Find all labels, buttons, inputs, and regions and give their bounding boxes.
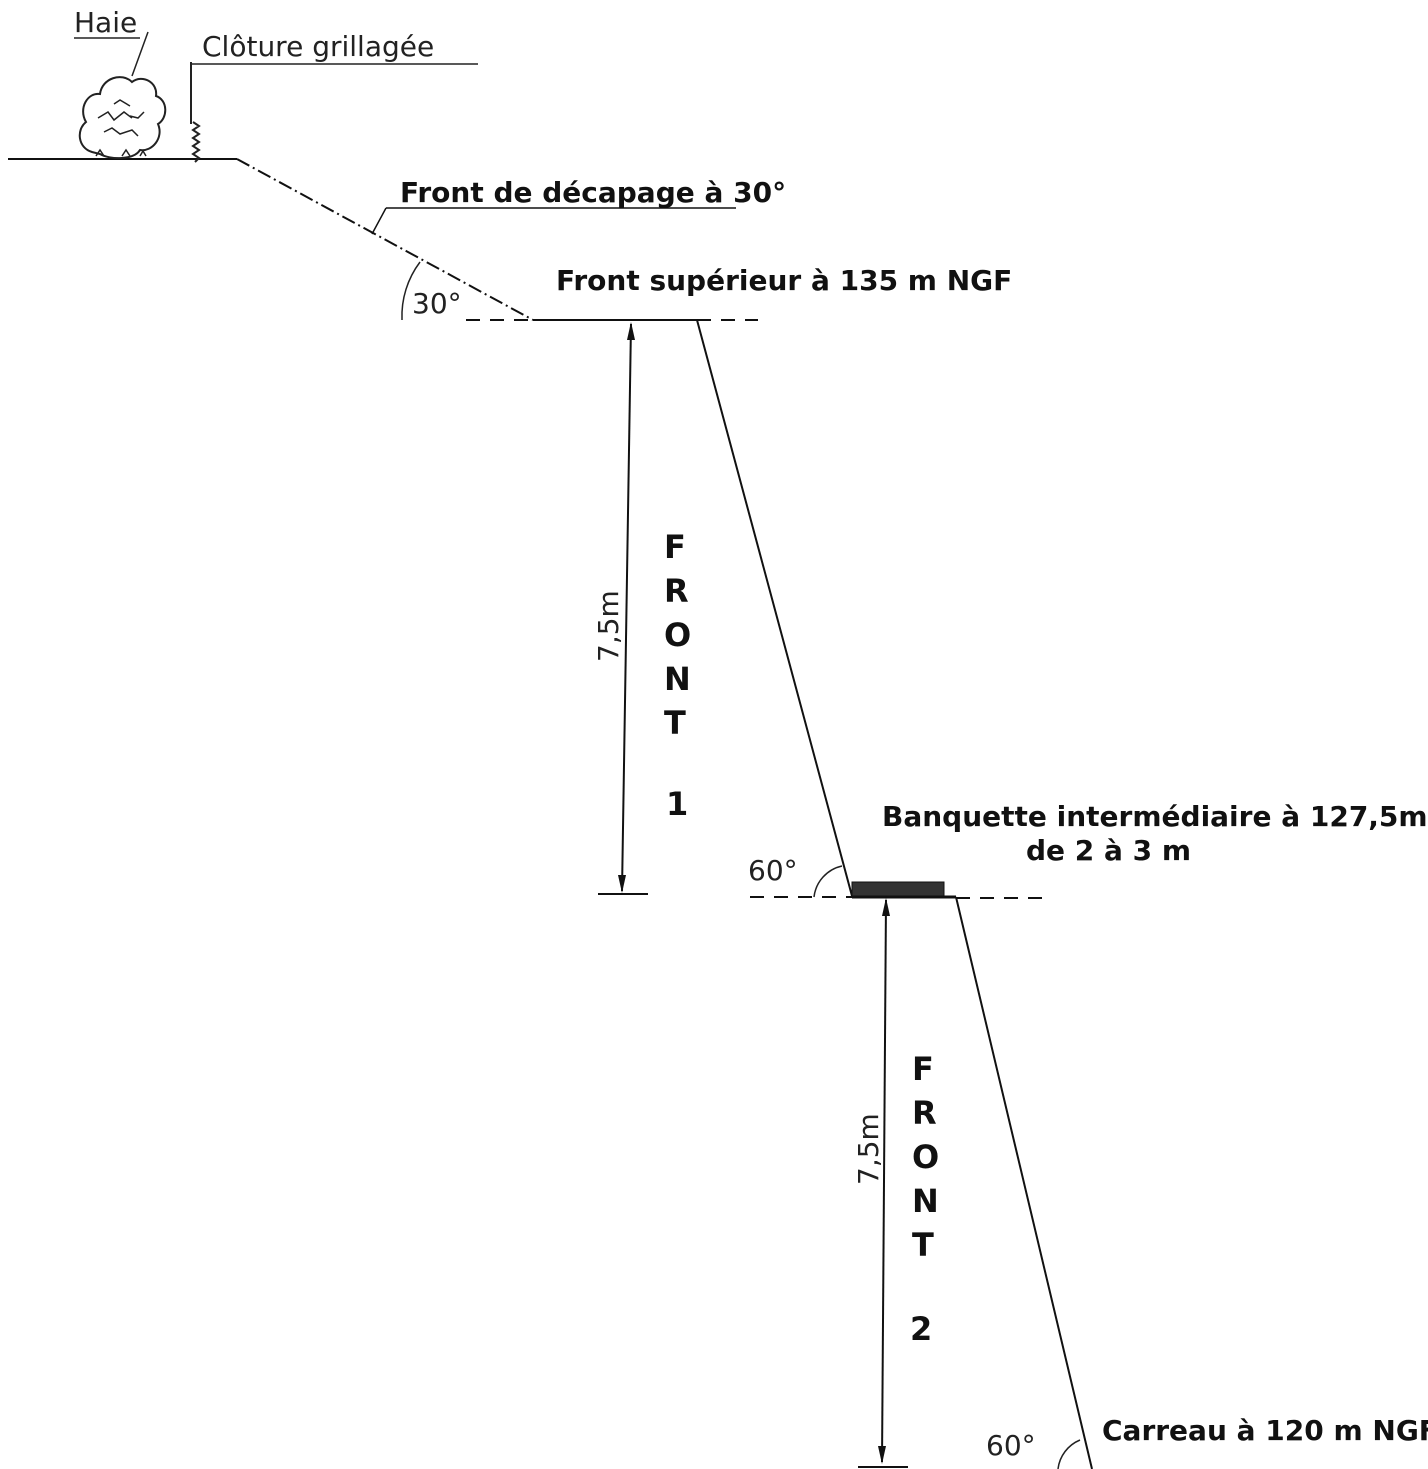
svg-text:1: 1 [666, 785, 688, 823]
svg-text:R: R [912, 1094, 937, 1132]
svg-text:T: T [664, 704, 686, 742]
haie-leader [131, 31, 149, 77]
svg-text:N: N [664, 660, 691, 698]
stripping-slope-line [236, 158, 534, 321]
front2-vertical-label: F R O N T 2 [910, 1050, 939, 1348]
angle-30-arc [401, 261, 421, 321]
angle-60-label-front1: 60° [748, 854, 798, 887]
front1-vertical-label: F R O N T 1 [664, 528, 691, 823]
svg-text:O: O [912, 1138, 939, 1176]
banquette-label-line2: de 2 à 3 m [1026, 834, 1191, 867]
front1-dimension-arrow-top [627, 322, 635, 340]
front1-height-label: 7,5m [592, 590, 625, 662]
front2-height-label: 7,5m [852, 1113, 885, 1185]
haie-label: Haie [74, 6, 137, 39]
svg-text:T: T [912, 1226, 934, 1264]
svg-text:2: 2 [910, 1310, 932, 1348]
cloture-label: Clôture grillagée [202, 30, 434, 63]
hedge-icon [78, 76, 167, 160]
angle-60-arc-front2 [1057, 1439, 1081, 1469]
front-superieur-label: Front supérieur à 135 m NGF [556, 264, 1012, 297]
front-decapage-label: Front de décapage à 30° [400, 176, 786, 209]
decapage-leader [371, 207, 387, 235]
front2-dimension-arrow-bottom [878, 1446, 886, 1464]
svg-text:F: F [664, 528, 686, 566]
front1-face-line [696, 319, 853, 897]
banquette-label-line1: Banquette intermédiaire à 127,5m NGF [882, 800, 1428, 833]
svg-text:N: N [912, 1182, 939, 1220]
fence-icon [190, 62, 201, 163]
svg-text:O: O [664, 616, 691, 654]
angle-60-label-front2: 60° [986, 1429, 1036, 1462]
svg-text:R: R [664, 572, 689, 610]
front2-face-line [955, 896, 1093, 1469]
front2-dimension-line [881, 899, 887, 1463]
carreau-label: Carreau à 120 m NGF [1102, 1414, 1428, 1447]
angle-60-arc-front1 [813, 865, 843, 898]
front2-dimension-arrow-top [882, 898, 890, 916]
front1-dimension-line [621, 323, 632, 892]
front1-dimension-arrow-bottom [618, 875, 626, 893]
svg-text:F: F [912, 1050, 934, 1088]
angle-30-label: 30° [412, 287, 462, 320]
bench-hatched-platform [851, 881, 945, 898]
